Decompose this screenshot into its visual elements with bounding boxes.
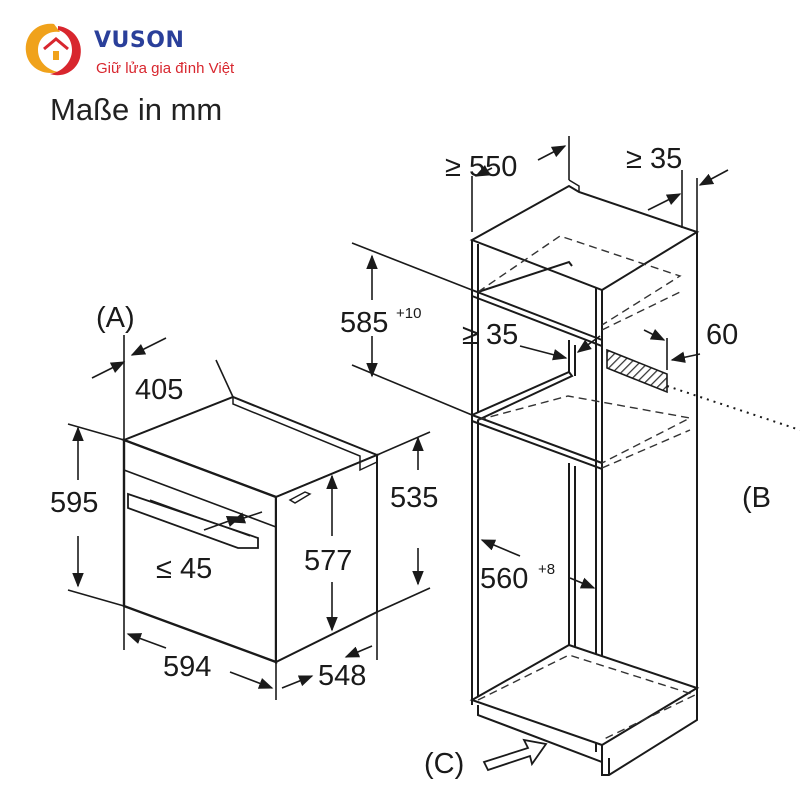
dim-oven-width bbox=[123, 606, 277, 700]
dim-cabinet-depth bbox=[471, 136, 570, 232]
dim-oven-height bbox=[67, 423, 125, 607]
dim-594-label: 594 bbox=[163, 651, 211, 683]
dim-niche-width bbox=[480, 539, 596, 589]
dim-548-label: 548 bbox=[318, 660, 366, 692]
brand-name: VUSON bbox=[94, 28, 185, 53]
dim-niche-height bbox=[351, 242, 473, 416]
dim-cabinet-back-gap bbox=[647, 169, 729, 232]
dim-oven-depth-top bbox=[91, 335, 234, 440]
dim-595-label: 595 bbox=[50, 487, 98, 519]
brand-tagline: Giữ lửa gia đình Việt bbox=[96, 60, 235, 77]
dim-shelf-gap-label: ≥ 35 bbox=[462, 319, 518, 351]
label-b: (B bbox=[742, 482, 771, 514]
vent-opening bbox=[606, 348, 668, 394]
dim-cabinet-back-gap-label: ≥ 35 bbox=[626, 143, 682, 175]
oven-drawing bbox=[121, 395, 380, 664]
dim-niche-width-tolerance: +8 bbox=[538, 561, 555, 578]
dim-handle-gap bbox=[203, 511, 263, 531]
dim-niche-height-tolerance: +10 bbox=[396, 305, 421, 322]
dim-405-label: 405 bbox=[135, 374, 183, 406]
dim-oven-side-height bbox=[376, 431, 431, 613]
dim-oven-depth bbox=[281, 612, 378, 689]
dim-vent-size bbox=[643, 329, 701, 370]
dim-cabinet-depth-label: ≥ 550 bbox=[445, 151, 517, 183]
dim-niche-width-label: 560 bbox=[480, 563, 528, 595]
dim-535-label: 535 bbox=[390, 482, 438, 514]
vuson-logo-icon bbox=[25, 23, 81, 76]
dim-handle-gap-label: ≤ 45 bbox=[156, 553, 212, 585]
cabinet-hidden-lines bbox=[477, 235, 697, 741]
units-title: Maße in mm bbox=[50, 92, 223, 127]
dim-577-label: 577 bbox=[304, 545, 352, 577]
dim-shelf-gap bbox=[519, 335, 601, 361]
label-c: (C) bbox=[424, 748, 464, 780]
dim-vent-size-label: 60 bbox=[706, 319, 738, 351]
label-a: (A) bbox=[96, 302, 135, 334]
dotted-pointer-b bbox=[666, 385, 800, 431]
cabinet-drawing bbox=[469, 179, 700, 776]
airflow-arrow-icon bbox=[482, 738, 548, 772]
dim-niche-height-label: 585 bbox=[340, 307, 388, 339]
